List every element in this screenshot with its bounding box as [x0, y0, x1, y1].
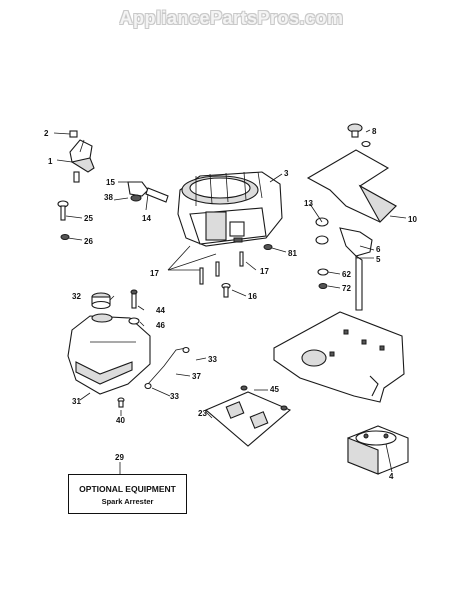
callout-17-left: 17 — [150, 269, 159, 278]
part-fuel-line — [144, 346, 190, 390]
callout-44: 44 — [156, 306, 165, 315]
part-bolt-8 — [347, 123, 371, 148]
part-muffler-bracket — [204, 391, 292, 447]
callout-37: 37 — [192, 372, 201, 381]
part-exhaust-pipe — [315, 217, 373, 311]
callout-5: 5 — [376, 255, 381, 264]
callout-38: 38 — [104, 193, 113, 202]
callout-33-lower: 33 — [170, 392, 179, 401]
part-heat-shield — [306, 149, 397, 223]
callout-45: 45 — [270, 385, 279, 394]
part-bolt-44 — [130, 289, 138, 309]
part-bolts-17 — [167, 245, 244, 285]
callout-46: 46 — [156, 321, 165, 330]
optional-equipment-item: Spark Arrester — [101, 497, 154, 506]
callout-33-upper: 33 — [208, 355, 217, 364]
part-bolt-16 — [221, 282, 231, 298]
part-washer-46 — [128, 317, 140, 325]
callout-26: 26 — [84, 237, 93, 246]
callout-25: 25 — [84, 214, 93, 223]
callout-1: 1 — [48, 157, 53, 166]
part-chassis-plate — [273, 311, 405, 403]
part-washer-26 — [60, 234, 70, 240]
callout-16: 16 — [248, 292, 257, 301]
watermark-logo: AppliancePartsPros.com — [119, 8, 344, 28]
callout-4: 4 — [389, 472, 394, 481]
callout-72: 72 — [342, 284, 351, 293]
optional-equipment-title: OPTIONAL EQUIPMENT — [79, 484, 176, 494]
part-bolts-45 — [240, 385, 288, 411]
part-fitting-15 — [127, 181, 149, 202]
callout-81: 81 — [288, 249, 297, 258]
part-hose-14 — [145, 187, 169, 203]
callout-13: 13 — [304, 199, 313, 208]
part-fuel-cap — [91, 292, 111, 310]
part-washer-62 — [317, 268, 329, 276]
callout-3: 3 — [284, 169, 289, 178]
optional-equipment-box: OPTIONAL EQUIPMENT Spark Arrester — [68, 474, 187, 514]
callout-62: 62 — [342, 270, 351, 279]
part-fuel-tank — [67, 313, 151, 395]
leader-lines — [53, 129, 407, 474]
callout-31: 31 — [72, 397, 81, 406]
part-engine — [177, 171, 283, 247]
callout-14: 14 — [142, 214, 151, 223]
callout-6: 6 — [376, 245, 381, 254]
callout-2: 2 — [44, 129, 49, 138]
part-muffler — [347, 425, 409, 475]
part-bolt-25 — [57, 200, 69, 221]
callout-29: 29 — [115, 453, 124, 462]
callout-32: 32 — [72, 292, 81, 301]
callout-labels: 2 1 3 4 5 6 8 10 13 14 15 16 17 17 23 25… — [44, 127, 417, 481]
callout-40: 40 — [116, 416, 125, 425]
part-plug-40 — [117, 397, 125, 408]
callout-23: 23 — [198, 409, 207, 418]
callout-17-right: 17 — [260, 267, 269, 276]
callout-8: 8 — [372, 127, 377, 136]
part-fastener-81 — [263, 244, 273, 250]
callout-10: 10 — [408, 215, 417, 224]
callout-15: 15 — [106, 178, 115, 187]
part-throttle-control — [69, 130, 95, 183]
part-bolt-72 — [318, 283, 328, 289]
